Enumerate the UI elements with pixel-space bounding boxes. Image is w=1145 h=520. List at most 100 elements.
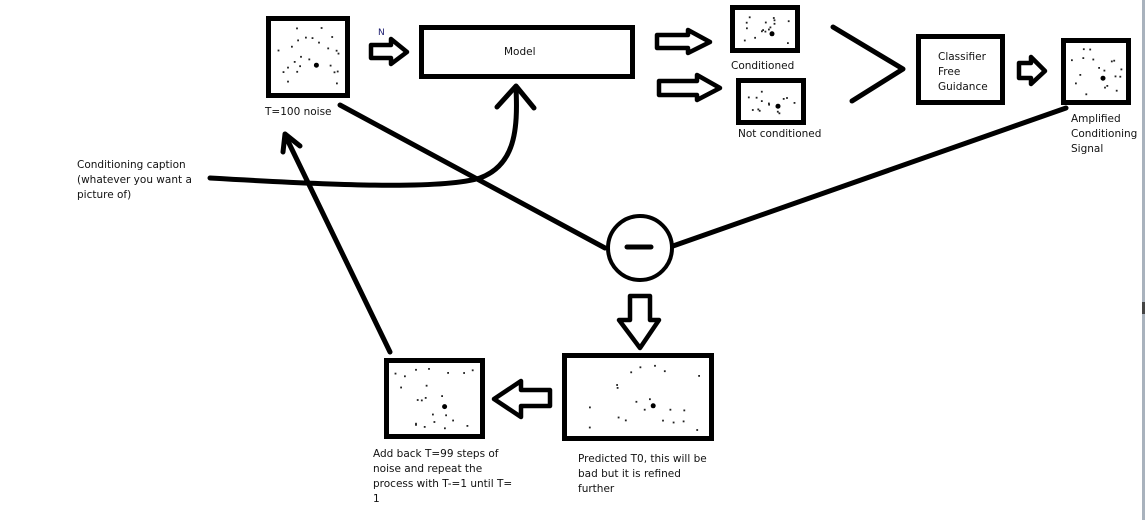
noise-dot — [433, 421, 436, 423]
noise-dot — [589, 406, 591, 409]
noise-dot — [643, 408, 646, 411]
noise-dot — [333, 71, 336, 74]
noise-dot — [320, 27, 323, 29]
n-edge-label: N — [378, 28, 385, 38]
subtract-to-predicted-arrow-icon — [616, 293, 662, 351]
noise-dot — [787, 20, 790, 23]
noise-to-model-arrow-icon — [368, 36, 410, 67]
noise-dot — [1082, 48, 1085, 51]
noise-dot — [1106, 85, 1109, 87]
noise-dot-large — [442, 404, 448, 410]
caption-to-model-curve — [207, 85, 519, 188]
noise-dot — [754, 36, 756, 39]
noise-dot — [1103, 69, 1106, 72]
noise-dot — [291, 45, 293, 48]
noise-dot — [747, 96, 750, 99]
classifier-free-guidance-box: Classifier Free Guidance — [916, 34, 1005, 105]
conditioned-label: Conditioned — [731, 60, 795, 72]
amplified-to-subtract-line — [670, 105, 1069, 249]
noise-dot — [432, 413, 434, 416]
noise-dot — [1098, 67, 1100, 69]
noise-dot — [424, 397, 427, 399]
noise-dot — [1114, 75, 1117, 78]
noise-dot — [1115, 89, 1118, 92]
noise-dot — [394, 372, 397, 375]
noise-dot — [1110, 60, 1113, 63]
scrollbar-thumb[interactable] — [1142, 302, 1145, 314]
noise-dot — [415, 424, 417, 426]
caption-arrowhead-icon — [494, 83, 537, 111]
noise-dot — [764, 30, 767, 33]
noise-dot — [663, 370, 666, 373]
noise-dot — [305, 36, 307, 39]
noise-dot — [748, 16, 751, 19]
noise-dot — [463, 372, 465, 374]
noise-dot — [415, 368, 417, 371]
noise-dot — [698, 375, 700, 377]
cfg-to-amplified-arrow-icon — [1016, 54, 1048, 87]
noise-dot — [746, 27, 748, 30]
noise-dot — [423, 426, 426, 428]
noise-dot — [1089, 48, 1092, 51]
noise-dot — [1092, 58, 1095, 61]
noise-dot — [760, 90, 763, 93]
noise-dot — [776, 110, 779, 113]
noise-dot — [428, 368, 430, 370]
noise-dot — [415, 422, 417, 425]
noise-dot — [466, 425, 469, 427]
to-conditioned-arrow-icon — [654, 27, 713, 56]
noise-dot — [296, 70, 299, 73]
noise-dot — [297, 39, 299, 42]
noise-dot-large — [1100, 75, 1106, 81]
amplified-signal-image-frame — [1061, 38, 1131, 105]
noise-dot — [277, 49, 280, 52]
loop-back-arrowhead-icon — [280, 131, 303, 155]
noise-dot — [1079, 74, 1082, 76]
noise-dot — [743, 39, 746, 42]
noise-dot — [336, 82, 338, 85]
noise-dot — [616, 384, 618, 386]
noise-dot — [425, 384, 428, 387]
noise-dot — [683, 409, 686, 412]
conditioned-image-frame — [730, 5, 800, 53]
noise-dot — [639, 366, 642, 369]
noise-dot — [786, 97, 788, 99]
amplified-signal-label: Amplified Conditioning Signal — [1071, 113, 1138, 155]
not-conditioned-image-frame — [736, 78, 806, 125]
noise-dot-large — [775, 103, 781, 109]
vertical-scrollbar[interactable] — [1142, 0, 1145, 520]
noise-dot — [293, 61, 296, 63]
noise-dot — [630, 371, 633, 374]
not-conditioned-label: Not conditioned — [738, 128, 822, 140]
noise-dot — [773, 22, 776, 25]
noise-dot — [760, 100, 763, 102]
noise-dot — [452, 419, 454, 422]
noise-dot — [768, 103, 770, 106]
noise-dot — [654, 364, 656, 367]
noise-dot — [768, 102, 770, 105]
amplified-signal-image — [1061, 38, 1131, 105]
noise-dot — [772, 17, 775, 19]
noise-dot — [662, 419, 664, 422]
predicted-t0-image — [562, 353, 714, 441]
noise-dot — [1113, 59, 1116, 62]
noise-dot — [331, 36, 334, 38]
noise-dot — [447, 372, 449, 374]
noise-dot — [635, 400, 638, 403]
noise-to-subtract-line — [337, 102, 608, 251]
noise-dot-large — [313, 62, 319, 68]
noise-dot — [1104, 86, 1106, 89]
noise-dot — [300, 55, 302, 58]
noise-dot — [420, 399, 423, 402]
noise-dot — [327, 47, 330, 50]
noise-dot — [773, 19, 776, 22]
noise-dot — [616, 387, 619, 389]
model-label: Model — [504, 46, 536, 58]
merge-chevron — [830, 24, 906, 104]
loop-back-line — [282, 132, 393, 355]
noise-dot — [1119, 75, 1122, 78]
add-back-noise-label: Add back T=99 steps of noise and repeat … — [373, 448, 513, 505]
noise-dot — [287, 66, 289, 69]
noise-dot — [755, 96, 758, 99]
